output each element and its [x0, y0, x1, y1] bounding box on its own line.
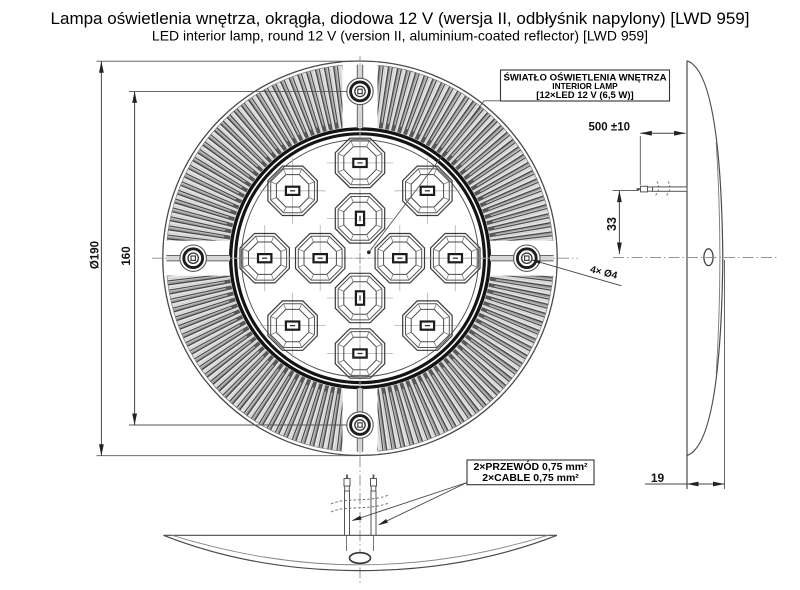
svg-text:2×CABLE 0,75 mm²: 2×CABLE 0,75 mm² [482, 472, 579, 484]
svg-text:INTERIOR LAMP: INTERIOR LAMP [552, 81, 618, 91]
svg-text:Lampa oświetlenia wnętrza, okr: Lampa oświetlenia wnętrza, okrągła, diod… [51, 9, 750, 28]
svg-text:33: 33 [605, 217, 619, 231]
svg-text:19: 19 [651, 471, 665, 485]
svg-text:[12×LED 12 V (6,5 W)]: [12×LED 12 V (6,5 W)] [536, 90, 633, 101]
svg-text:LED interior lamp, round 12 V: LED interior lamp, round 12 V (version I… [152, 28, 648, 44]
svg-text:2×PRZEWÓD 0,75 mm²: 2×PRZEWÓD 0,75 mm² [473, 460, 588, 473]
svg-text:ŚWIATŁO OŚWIETLENIA WNĘTRZA: ŚWIATŁO OŚWIETLENIA WNĘTRZA [503, 72, 666, 84]
svg-text:500 ±10: 500 ±10 [589, 122, 631, 134]
svg-text:160: 160 [121, 246, 133, 265]
svg-text:Ø190: Ø190 [89, 241, 101, 269]
